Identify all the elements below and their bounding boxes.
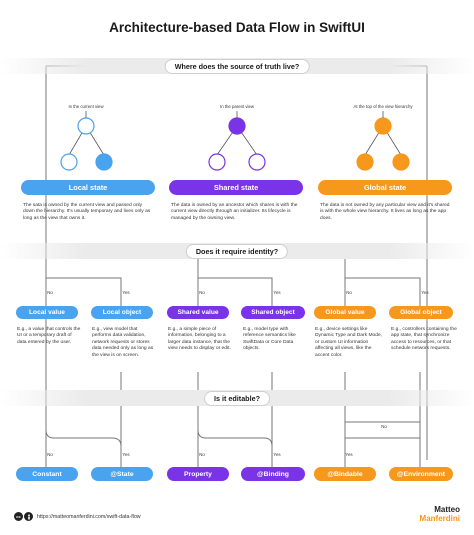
source-link[interactable]: https://matteomanferdini.com/swift-data-… <box>37 514 141 520</box>
result-bindable: @Bindable <box>314 467 376 481</box>
question-editable: Is it editable? <box>204 391 270 406</box>
result-state: @State <box>91 467 153 481</box>
no-label: No <box>47 452 53 457</box>
page-title: Architecture-based Data Flow in SwiftUI <box>109 20 365 35</box>
local-object-desc: E.g., view model that performs data vali… <box>92 327 154 358</box>
shared-value-desc: E.g., a simple piece of information, bel… <box>168 327 231 352</box>
shared-state-pill: Shared state <box>169 180 303 195</box>
global-state-desc: The data is not owned by any particular … <box>320 203 450 221</box>
global-value-pill: Global value <box>314 306 376 319</box>
result-constant: Constant <box>16 467 78 481</box>
yes-label: Yes <box>122 290 130 295</box>
global-object-pill: Global object <box>389 306 453 319</box>
local-value-desc: E.g., a value that controls the UI or a … <box>17 327 81 345</box>
local-value-pill: Local value <box>16 306 78 319</box>
brand-last: Manferdini <box>419 514 460 523</box>
shared-object-pill: Shared object <box>241 306 305 319</box>
question-source-of-truth: Where does the source of truth live? <box>164 59 310 74</box>
no-label: No <box>199 290 205 295</box>
tree-label-parent: In the parent view <box>220 104 254 109</box>
global-value-desc: E.g., device settings like Dynamic Type … <box>315 327 383 358</box>
result-environment: @Environment <box>389 467 453 481</box>
tree-label-current: In the current view <box>68 104 104 109</box>
cc-license-icon: cc <box>14 512 23 521</box>
no-label: No <box>199 452 205 457</box>
no-label: No <box>346 290 352 295</box>
yes-label: Yes <box>345 452 353 457</box>
yes-label: Yes <box>273 452 281 457</box>
local-state-desc: The sata is owned by the current view an… <box>23 203 151 221</box>
yes-label: Yes <box>273 290 281 295</box>
no-label: No <box>47 290 53 295</box>
yes-label: Yes <box>122 452 130 457</box>
attribution-icon <box>24 512 33 521</box>
result-binding: @Binding <box>241 467 305 481</box>
brand-logo: Matteo Manferdini <box>400 505 460 523</box>
result-property: Property <box>167 467 229 481</box>
global-object-desc: E.g., controllers containing the app sta… <box>391 327 457 352</box>
local-object-pill: Local object <box>91 306 153 319</box>
local-state-pill: Local state <box>21 180 155 195</box>
shared-object-desc: E.g., model type with reference semantic… <box>243 327 296 352</box>
shared-value-pill: Shared value <box>167 306 229 319</box>
global-state-pill: Global state <box>318 180 452 195</box>
question-identity: Does it require identity? <box>185 244 289 259</box>
yes-label: Yes <box>421 290 429 295</box>
tree-label-top: At the top of the view hierarchy <box>353 104 413 109</box>
no-label: No <box>381 424 387 429</box>
shared-state-desc: The data is owned by an ancestor which s… <box>171 203 298 221</box>
brand-first: Matteo <box>434 505 460 514</box>
